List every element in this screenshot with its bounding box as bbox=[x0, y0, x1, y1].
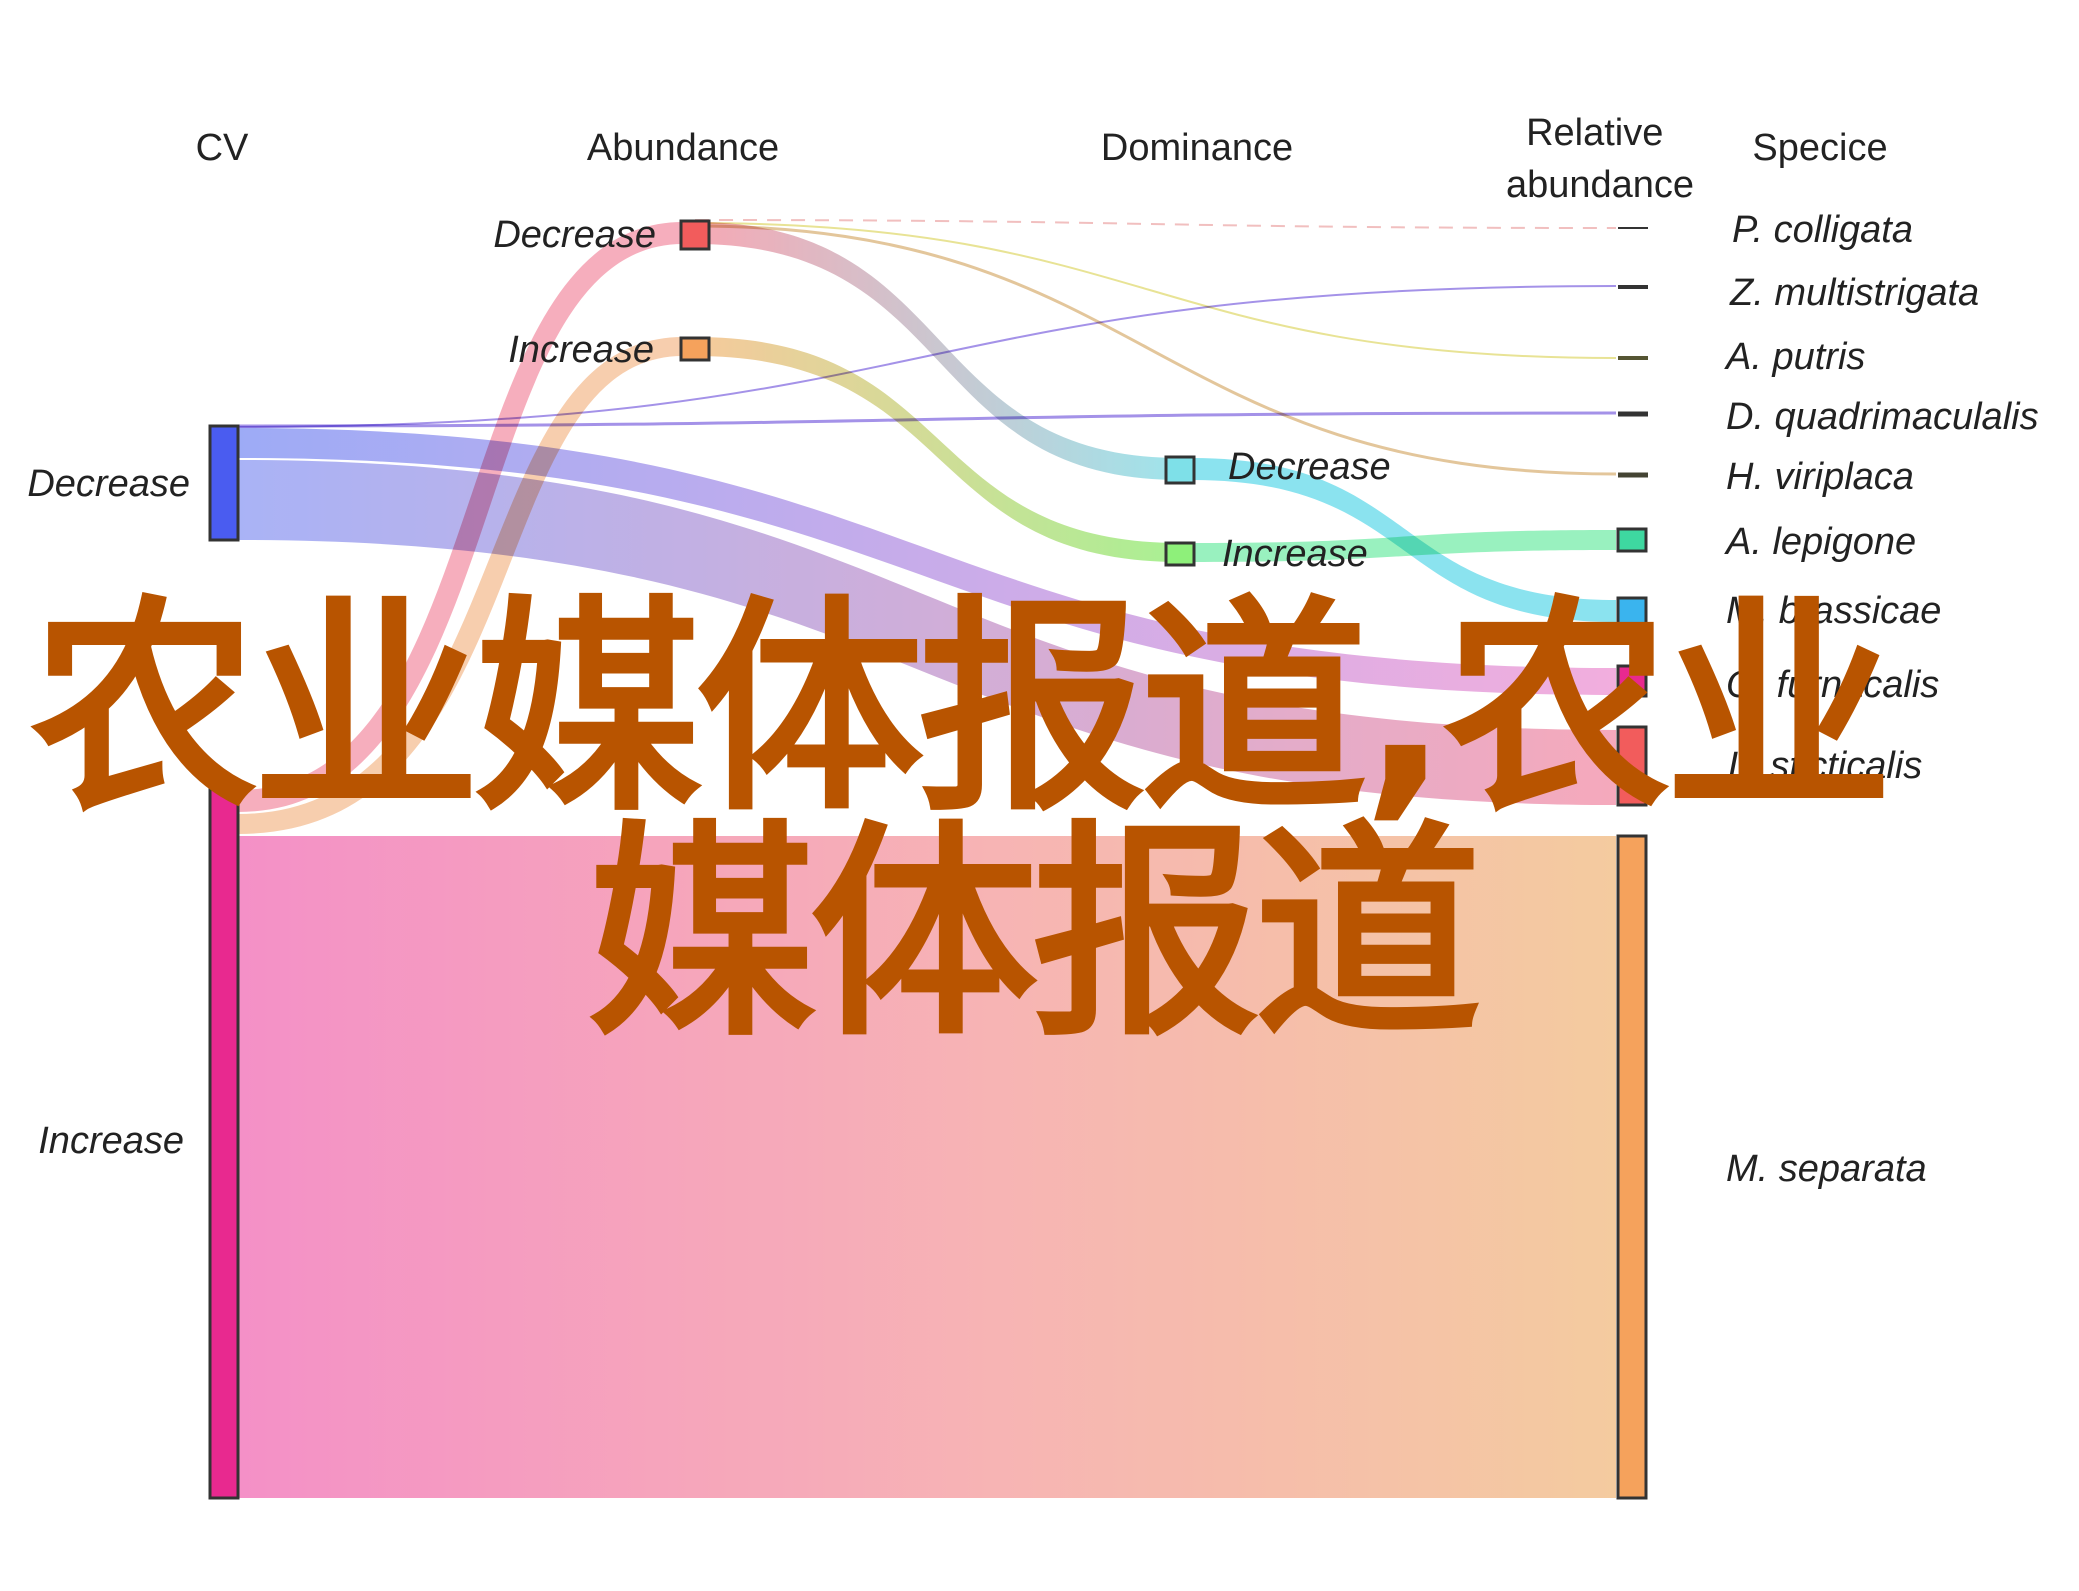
node-cv-increase-label: Increase bbox=[38, 1120, 184, 1162]
link-cv-decrease-to-z-multistrigata bbox=[237, 285, 1617, 428]
links bbox=[237, 219, 1617, 1498]
node-abundance-increase bbox=[679, 336, 711, 362]
node-rel-l-sticticalis bbox=[1616, 725, 1648, 807]
species-label-d-quadrimaculalis: D. quadrimaculalis bbox=[1726, 396, 2039, 438]
node-dominance-decrease bbox=[1164, 455, 1196, 485]
link-cv-decrease-to-l-sticticalis bbox=[238, 460, 1616, 805]
column-title-relative-line2: abundance bbox=[1506, 164, 1694, 206]
column-title-species: Specice bbox=[1752, 127, 1887, 169]
species-label-a-lepigone: A. lepigone bbox=[1724, 521, 1916, 563]
node-rel-o-furnacalis bbox=[1616, 664, 1648, 698]
node-dominance-decrease-label: Decrease bbox=[1228, 446, 1391, 488]
link-dominance-increase-to-a-lepigone bbox=[1192, 530, 1616, 562]
abundance-nodes: Decrease Increase bbox=[493, 214, 711, 371]
species-label-p-colligata: P. colligata bbox=[1732, 209, 1913, 251]
node-rel-m-separata bbox=[1616, 834, 1648, 1500]
species-label-m-brassicae: M. brassicae bbox=[1726, 590, 1941, 632]
node-abundance-decrease-label: Decrease bbox=[493, 214, 656, 256]
cv-nodes: Decrease Increase bbox=[27, 424, 240, 1500]
link-abundance-increase-to-dominance-increase bbox=[695, 337, 1180, 562]
link-abundance-decrease-to-p-colligata bbox=[694, 219, 1617, 229]
column-title-dominance: Dominance bbox=[1101, 127, 1293, 169]
species-label-m-separata: M. separata bbox=[1726, 1148, 1927, 1190]
species-label-o-furnacalis: O. furnacalis bbox=[1726, 664, 1939, 706]
node-abundance-increase-label: Increase bbox=[508, 329, 654, 371]
node-dominance-increase bbox=[1164, 541, 1196, 567]
column-title-cv: CV bbox=[196, 127, 249, 169]
link-abundance-decrease-to-dominance-decrease bbox=[695, 222, 1180, 480]
link-cv-decrease-to-d-quadrimaculalis bbox=[237, 411, 1617, 428]
link-cv-decrease-to-o-furnacalis bbox=[238, 428, 1616, 695]
link-abundance-decrease-to-a-putris bbox=[694, 222, 1617, 359]
dominance-nodes: Decrease Increase bbox=[1164, 446, 1391, 575]
link-cv-increase-to-m-separata bbox=[238, 836, 1616, 1498]
species-labels: P. colligata Z. multistrigata A. putris … bbox=[1724, 209, 2039, 1190]
node-cv-decrease bbox=[208, 424, 240, 542]
link-abundance-decrease-to-h-viriplaca bbox=[694, 224, 1617, 476]
node-rel-a-lepigone bbox=[1616, 527, 1648, 553]
node-dominance-increase-label: Increase bbox=[1222, 533, 1368, 575]
node-abundance-decrease bbox=[679, 219, 711, 251]
node-cv-increase bbox=[208, 784, 240, 1500]
relative-abundance-nodes bbox=[1616, 227, 1648, 1500]
column-title-relative-abundance: Relative abundance bbox=[1506, 112, 1694, 206]
species-label-a-putris: A. putris bbox=[1724, 336, 1865, 378]
species-label-l-sticticalis: L. sticticalis bbox=[1728, 745, 1922, 787]
species-label-h-viriplaca: H. viriplaca bbox=[1726, 456, 1914, 498]
column-title-relative-line1: Relative bbox=[1526, 112, 1663, 154]
node-cv-decrease-label: Decrease bbox=[27, 463, 190, 505]
column-titles: CV Abundance Dominance Relative abundanc… bbox=[196, 112, 1888, 206]
column-title-abundance: Abundance bbox=[587, 127, 779, 169]
species-label-z-multistrigata: Z. multistrigata bbox=[1729, 272, 1979, 314]
node-rel-m-brassicae bbox=[1616, 596, 1648, 626]
